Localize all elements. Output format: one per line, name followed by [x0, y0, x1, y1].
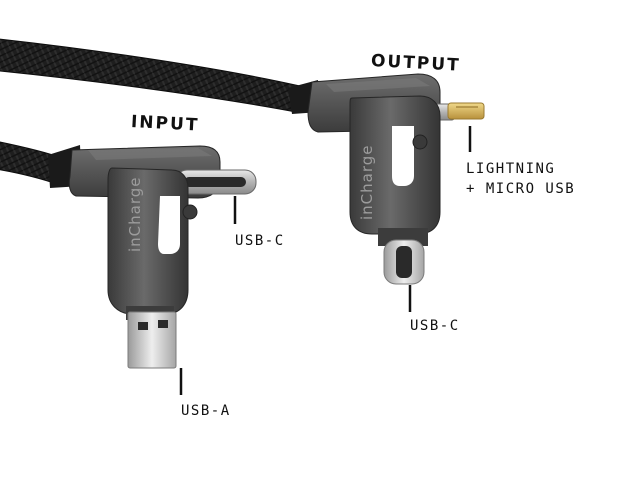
leader-lines — [179, 126, 472, 395]
braided-cable-top — [0, 38, 301, 113]
output-lightning-label-line2: + MICRO USB — [466, 181, 576, 197]
output-usb-c-plug — [378, 228, 428, 285]
output-lightning-label-line1: LIGHTNING — [466, 161, 556, 177]
input-usb-a-plug — [126, 306, 177, 369]
output-adapter: inCharge — [288, 73, 485, 285]
input-usb-a-label: USB-A — [181, 403, 231, 419]
input-usb-c-label: USB-C — [235, 233, 285, 249]
input-adapter: inCharge — [48, 145, 257, 369]
input-usb-c-plug — [175, 169, 257, 195]
input-heading: INPUT — [130, 112, 200, 136]
output-usb-c-label: USB-C — [410, 318, 460, 334]
input-brand-text: inCharge — [126, 177, 144, 253]
output-brand-text: inCharge — [358, 145, 376, 221]
